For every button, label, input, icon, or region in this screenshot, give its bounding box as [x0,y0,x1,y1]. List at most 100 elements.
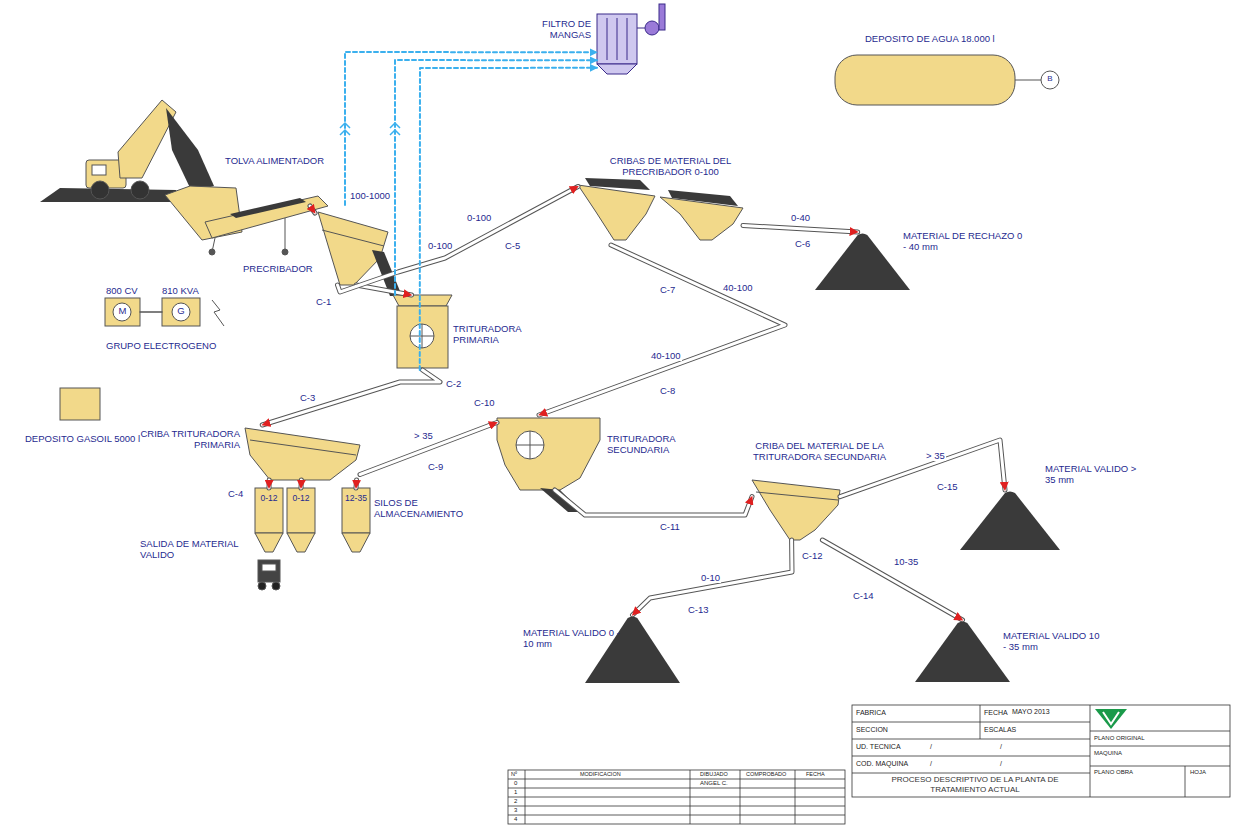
conveyor-tag: C-2 [446,378,461,389]
flow-label: 0-100 [427,240,453,251]
dust-duct [420,68,597,370]
title-cell: / [930,743,932,751]
title-cell: FECHA [984,709,1008,717]
conveyor-tag: C-7 [660,284,675,295]
table-cell: 3 [514,807,517,814]
drawing-title: PROCESO DESCRIPTIVO DE LA PLANTA DE TRAT… [880,775,1070,794]
equipment-label: 810 KVA [162,285,199,296]
equipment-label: 12-35 [342,493,370,503]
group-label: GRUPO ELECTROGENO [106,340,216,351]
equipment-label: DEPOSITO GASOIL 5000 l [25,433,140,444]
conveyor-tag: C-6 [795,238,810,249]
title-cell: FABRICA [856,709,886,717]
flow-label: 0-10 [700,572,721,583]
title-cell: / [1000,760,1002,768]
generator: 810 KVAG [162,298,200,326]
outlet-label: SALIDA DE MATERIAL VALIDO [140,538,245,561]
conveyor-tag: C-13 [688,604,709,615]
conveyor-belt [262,370,440,425]
conveyor-belt [301,480,302,488]
title-cell: PLANO OBRA [1094,769,1133,776]
equipment-label: MATERIAL VALIDO 0 - 10 mm [523,627,623,650]
pile-shape [960,490,1060,550]
water-tank: DEPOSITO DE AGUA 18.000 l [835,55,1015,105]
conveyor-tag: C-15 [937,481,958,492]
conveyor-belt [360,423,497,475]
secondary-crusher: TRITURADORA SECUNDARIA [497,415,602,490]
symbol-letter: G [162,305,200,316]
equipment-label: MATERIAL VALIDO 10 - 35 mm [1003,630,1103,653]
screen-pair: CRIBAS DE MATERIAL DEL PRECRIBADOR 0-100 [578,180,743,245]
bag-filter: FILTRO DE MANGAS [597,12,642,74]
conveyor-tag: C-9 [428,461,443,472]
equipment-label: TRITURADORA SECUNDARIA [607,433,692,456]
equipment-label: 800 CV [106,285,138,296]
power-cable [140,312,162,313]
table-cell: COMPROBADO [746,771,786,778]
table-cell: DIBUJADO [700,771,728,778]
flow-label: > 35 [413,430,434,441]
equipment-label: CRIBA TRITURADORA PRIMARIA [140,428,240,451]
flow-label: 0-100 [466,212,492,223]
dust-duct [395,60,597,295]
conveyor-tag: C-3 [300,392,315,403]
equipment-label: CRIBAS DE MATERIAL DEL PRECRIBADOR 0-100 [603,155,738,178]
conveyor-belt [743,226,858,233]
title-cell: MAYO 2013 [1012,708,1050,716]
pile-shape [815,232,910,290]
table-cell: 1 [514,789,517,796]
silo-label: SILOS DE ALMACENAMIENTO [374,497,474,520]
conveyor-tag: C-5 [505,240,520,251]
feed-hopper: TOLVA ALIMENTADOR [165,185,310,245]
conveyor-belt [633,540,793,615]
table-cell: 2 [514,798,517,805]
conveyor-belt [338,187,579,293]
table-cell: 4 [514,816,517,823]
title-cell: UD. TECNICA [856,743,901,751]
flow-label: 0-40 [790,212,811,223]
flow-label: 100-1000 [349,190,391,201]
flow-label: > 35 [925,450,946,461]
material-pile: MATERIAL DE RECHAZO 0 - 40 mm [815,232,910,290]
title-cell: ESCALAS [984,726,1016,734]
conveyor-belt [269,480,270,488]
symbol-letter: M [105,305,140,316]
conveyor-belt [356,285,411,295]
flow-label: 40-100 [650,350,682,361]
conveyor-belt [822,540,962,620]
conveyor-belt [555,490,752,515]
table-cell: 0 [514,780,517,787]
equipment-label: MATERIAL VALIDO > 35 mm [1045,463,1145,486]
title-cell: COD. MAQUINA [856,760,908,768]
equipment-label: DEPOSITO DE AGUA 18.000 l [865,33,995,44]
title-cell: MAQUINA [1094,750,1122,757]
equipment-label: 0-12 [255,493,283,503]
material-pile: MATERIAL VALIDO 0 - 10 mm [585,615,680,683]
title-cell: SECCION [856,726,888,734]
title-cell: PLANO ORIGINAL [1094,735,1145,742]
silo: 12-35 [342,488,370,550]
table-cell: ANGEL C. [700,780,728,787]
equipment-label: CRIBA DEL MATERIAL DE LA TRITURADORA SEC… [742,440,897,463]
motor: 800 CVM [105,298,140,326]
pre-screen: PRECRIBADOR [315,205,390,285]
secondary-screen: CRIBA DEL MATERIAL DE LA TRITURADORA SEC… [752,478,840,540]
conveyor-tag: C-4 [228,488,243,499]
conveyor-belt [539,245,785,415]
flow-label: 10-35 [893,556,919,567]
material-pile: MATERIAL VALIDO 10 - 35 mm [915,620,1010,682]
table-cell: Nº [511,771,517,778]
fuel-tank: DEPOSITO GASOIL 5000 l [60,388,100,420]
table-cell: FECHA [806,771,825,778]
conveyor-tag: C-14 [853,590,874,601]
pile-shape [585,615,680,683]
flow-label: 40-100 [722,282,754,293]
equipment-label: FILTRO DE MANGAS [527,18,591,41]
primary-screen: CRIBA TRITURADORA PRIMARIA [245,425,360,480]
conveyor-tag: C-8 [660,385,675,396]
conveyor-tag: C-11 [660,521,680,532]
equipment-label: TRITURADORA PRIMARIA [453,323,533,346]
primary-crusher: TRITURADORA PRIMARIA [395,295,450,370]
